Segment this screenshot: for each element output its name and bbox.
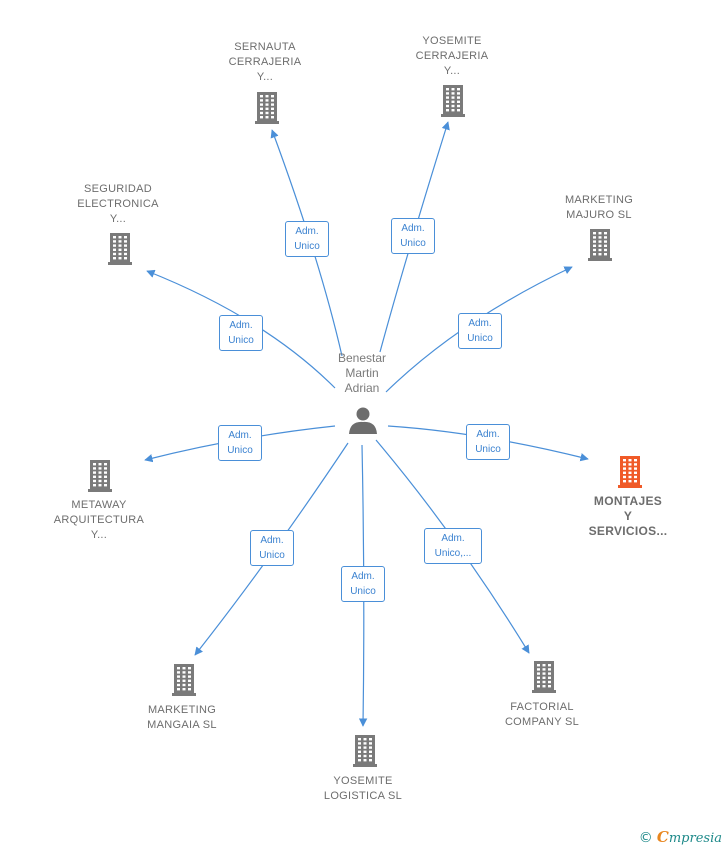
- edge-label-majuro[interactable]: Adm. Unico: [458, 313, 502, 349]
- building-icon[interactable]: [88, 460, 112, 492]
- building-icon[interactable]: [172, 664, 196, 696]
- icons-layer: [88, 85, 642, 767]
- company-label-metaway[interactable]: METAWAY ARQUITECTURA Y...: [53, 499, 145, 541]
- company-label-sernauta[interactable]: SERNAUTA CERRAJERIA Y...: [228, 41, 302, 83]
- copyright-icon: ©: [638, 830, 653, 846]
- building-icon[interactable]: [441, 85, 465, 117]
- company-label-factorial[interactable]: FACTORIAL COMPANY SL: [504, 701, 580, 728]
- empresia-watermark: © Cmpresia: [639, 828, 722, 846]
- company-label-majuro[interactable]: MARKETING MAJURO SL: [564, 194, 634, 221]
- edge-label-yosemite-cerrajeria[interactable]: Adm. Unico: [391, 218, 435, 254]
- brand-initial: C: [656, 828, 669, 846]
- edge-label-sernauta[interactable]: Adm. Unico: [285, 221, 329, 257]
- building-icon[interactable]: [255, 92, 279, 124]
- edge-label-metaway[interactable]: Adm. Unico: [218, 425, 262, 461]
- company-label-yosemite-cerrajeria[interactable]: YOSEMITE CERRAJERIA Y...: [415, 35, 489, 77]
- building-icon[interactable]: [618, 456, 642, 488]
- edge-label-seguridad[interactable]: Adm. Unico: [219, 315, 263, 351]
- company-label-seguridad[interactable]: SEGURIDAD ELECTRONICA Y...: [77, 183, 159, 225]
- building-icon[interactable]: [588, 229, 612, 261]
- edge-label-mangaia[interactable]: Adm. Unico: [250, 530, 294, 566]
- company-label-mangaia[interactable]: MARKETING MANGAIA SL: [147, 704, 217, 731]
- company-label-yosemite-logistica[interactable]: YOSEMITE LOGISTICA SL: [323, 775, 403, 802]
- building-icon[interactable]: [108, 233, 132, 265]
- brand-name: mpresia: [668, 831, 722, 846]
- edge-label-montajes[interactable]: Adm. Unico: [466, 424, 510, 460]
- building-icon[interactable]: [353, 735, 377, 767]
- building-icon[interactable]: [532, 661, 556, 693]
- edge-label-yosemite-logistica[interactable]: Adm. Unico: [341, 566, 385, 602]
- person-label[interactable]: Benestar Martin Adrian: [337, 351, 387, 395]
- edge-label-factorial[interactable]: Adm. Unico,...: [424, 528, 482, 564]
- person-icon[interactable]: [349, 407, 377, 435]
- company-label-montajes[interactable]: MONTAJES Y SERVICIOS...: [588, 494, 668, 538]
